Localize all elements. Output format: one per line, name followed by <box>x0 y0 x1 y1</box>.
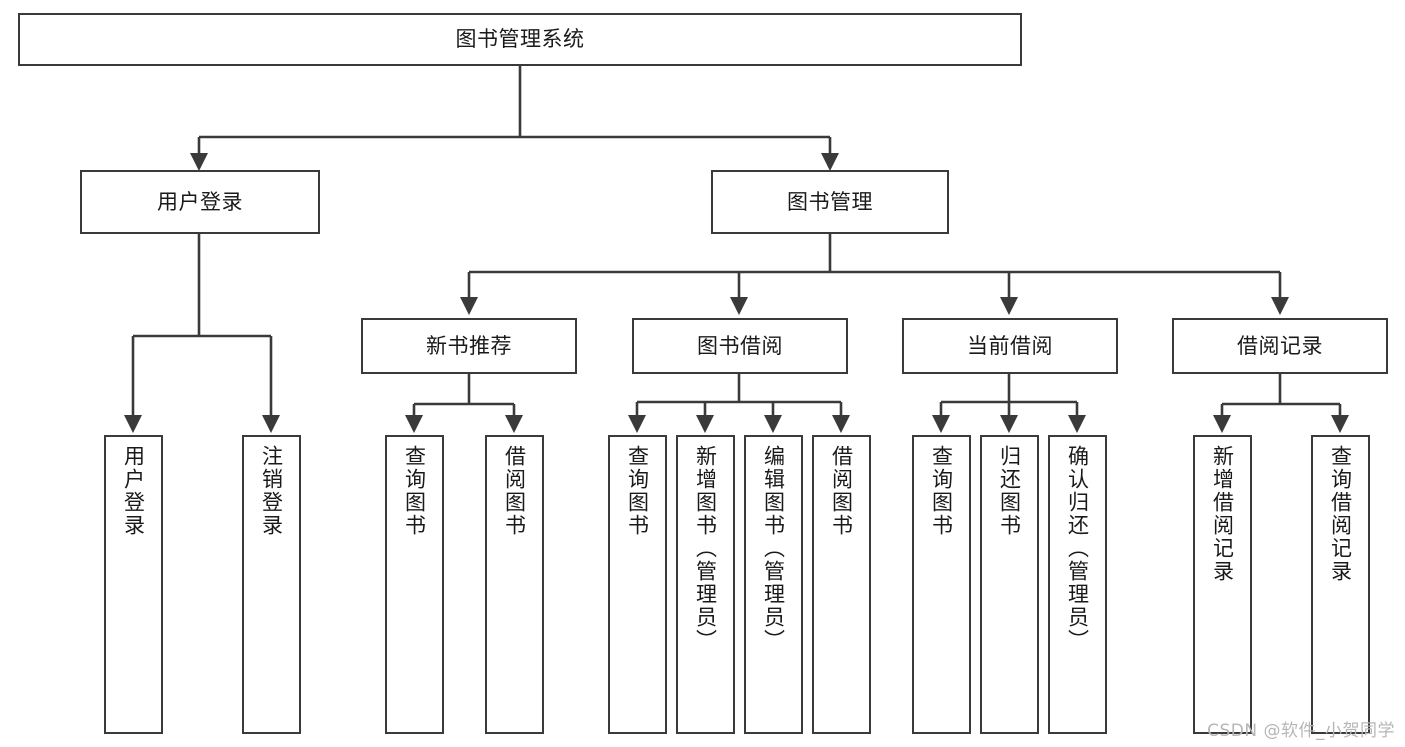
node-root[interactable]: 图书管理系统 <box>18 13 1022 66</box>
node-book-borrow-label: 图书借阅 <box>697 333 783 358</box>
leaf-borrow-book-recommend[interactable]: 借阅图书 <box>485 435 544 734</box>
leaf-edit-book-admin[interactable]: 编辑图书（管理员） <box>744 435 803 734</box>
leaf-confirm-return-admin-label: 确认归还（管理员） <box>1065 445 1090 652</box>
node-user-login-label: 用户登录 <box>157 189 243 214</box>
leaf-query-book-borrow-label: 查询图书 <box>625 445 650 537</box>
node-new-book-recommend[interactable]: 新书推荐 <box>361 318 577 374</box>
node-borrow-records[interactable]: 借阅记录 <box>1172 318 1388 374</box>
leaf-query-book-current[interactable]: 查询图书 <box>912 435 971 734</box>
watermark-text: CSDN @软件_小贺同学 <box>1207 721 1395 741</box>
leaf-add-borrow-record-label: 新增借阅记录 <box>1210 445 1235 583</box>
node-current-borrow-label: 当前借阅 <box>967 333 1053 358</box>
node-user-login[interactable]: 用户登录 <box>80 170 320 234</box>
leaf-query-borrow-record[interactable]: 查询借阅记录 <box>1311 435 1370 734</box>
leaf-query-borrow-record-label: 查询借阅记录 <box>1328 445 1353 583</box>
node-book-borrow[interactable]: 图书借阅 <box>632 318 848 374</box>
node-borrow-records-label: 借阅记录 <box>1237 333 1323 358</box>
leaf-user-login-label: 用户登录 <box>121 445 146 537</box>
node-new-book-recommend-label: 新书推荐 <box>426 333 512 358</box>
leaf-borrow-book-recommend-label: 借阅图书 <box>502 445 527 537</box>
leaf-edit-book-admin-label: 编辑图书（管理员） <box>761 445 786 652</box>
leaf-query-book-current-label: 查询图书 <box>929 445 954 537</box>
node-book-management[interactable]: 图书管理 <box>711 170 949 234</box>
leaf-logout-label: 注销登录 <box>259 445 284 537</box>
leaf-query-book-borrow[interactable]: 查询图书 <box>608 435 667 734</box>
leaf-query-book-recommend[interactable]: 查询图书 <box>385 435 444 734</box>
node-book-management-label: 图书管理 <box>787 189 873 214</box>
node-current-borrow[interactable]: 当前借阅 <box>902 318 1118 374</box>
leaf-add-borrow-record[interactable]: 新增借阅记录 <box>1193 435 1252 734</box>
leaf-return-book[interactable]: 归还图书 <box>980 435 1039 734</box>
node-root-label: 图书管理系统 <box>455 27 585 52</box>
leaf-add-book-admin[interactable]: 新增图书（管理员） <box>676 435 735 734</box>
leaf-borrow-book-label: 借阅图书 <box>829 445 854 537</box>
leaf-query-book-recommend-label: 查询图书 <box>402 445 427 537</box>
leaf-logout[interactable]: 注销登录 <box>242 435 301 734</box>
leaf-return-book-label: 归还图书 <box>997 445 1022 537</box>
leaf-add-book-admin-label: 新增图书（管理员） <box>693 445 718 652</box>
leaf-borrow-book[interactable]: 借阅图书 <box>812 435 871 734</box>
leaf-user-login[interactable]: 用户登录 <box>104 435 163 734</box>
leaf-confirm-return-admin[interactable]: 确认归还（管理员） <box>1048 435 1107 734</box>
